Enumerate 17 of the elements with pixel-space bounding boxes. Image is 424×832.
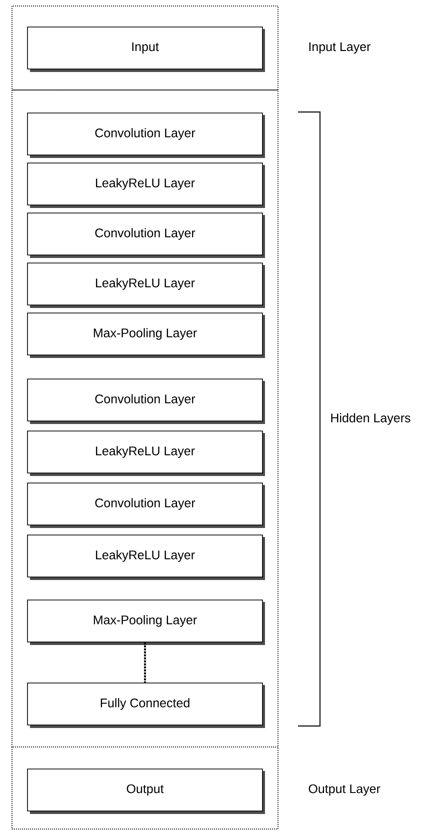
layer-box: Convolution Layer — [27, 112, 265, 158]
layer-box: Fully Connected — [27, 682, 265, 728]
layer-label: Output Layer — [308, 784, 380, 796]
layer-box: Output — [27, 768, 265, 814]
layer-box: LeakyReLU Layer — [27, 430, 265, 476]
layer-label: Hidden Layers — [331, 413, 410, 425]
layer-box: LeakyReLU Layer — [27, 162, 265, 208]
layer-box: LeakyReLU Layer — [27, 534, 265, 580]
dotted-connector — [144, 642, 146, 683]
layer-box: LeakyReLU Layer — [27, 262, 265, 308]
layer-box: Max-Pooling Layer — [27, 600, 265, 645]
layer-box: Convolution Layer — [27, 212, 265, 258]
layer-box: Convolution Layer — [27, 482, 265, 528]
layer-box: Input — [27, 26, 265, 72]
layer-box: Convolution Layer — [27, 378, 265, 424]
layer-label: Input Layer — [309, 42, 371, 54]
layer-box: Max-Pooling Layer — [27, 312, 265, 358]
